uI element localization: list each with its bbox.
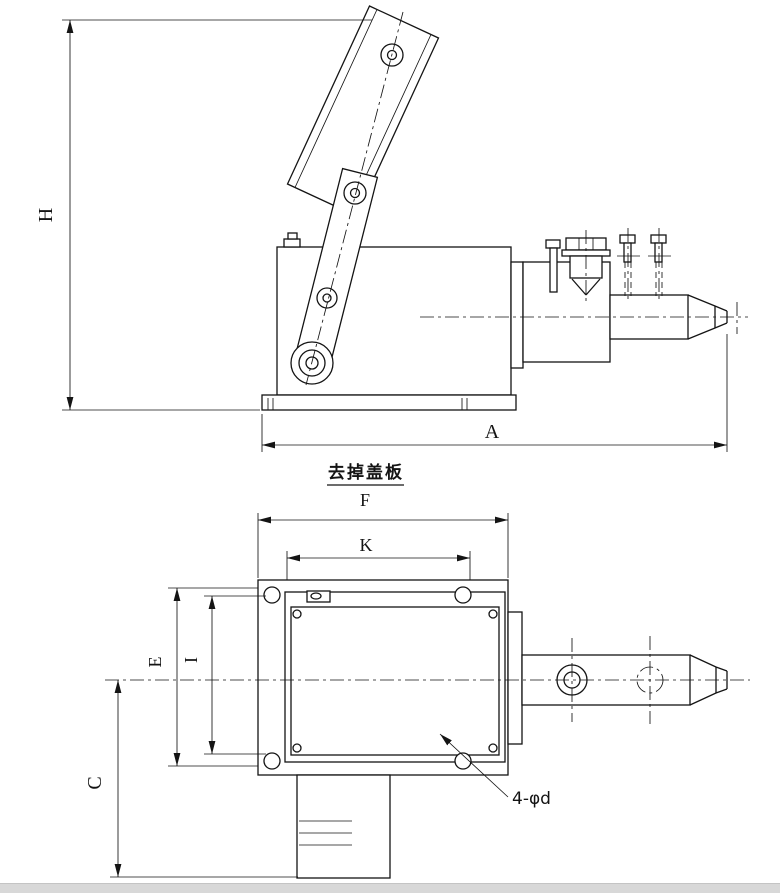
- dim-label-h: H: [35, 208, 57, 222]
- dimension-A: A: [261, 334, 728, 452]
- dimension-C: C: [84, 680, 298, 878]
- note-text: 去掉盖板: [328, 462, 404, 483]
- dim-label-f: F: [360, 490, 370, 510]
- dimension-E: E: [145, 587, 258, 767]
- lever-assembly: [286, 5, 440, 386]
- side-view: H A: [35, 5, 748, 452]
- dim-label-k: K: [360, 535, 373, 555]
- bottom-protrusion: [296, 774, 391, 879]
- dim-label-e: E: [145, 657, 165, 668]
- outlet-plan: [105, 611, 750, 745]
- dimension-H: H: [35, 19, 372, 411]
- pump-body: [261, 232, 517, 411]
- holes-callout-text: 4-φd: [512, 789, 551, 809]
- plan-view: 去掉盖板 F K: [84, 462, 750, 879]
- view-note: 去掉盖板: [327, 462, 404, 486]
- dim-label-c: C: [84, 776, 106, 789]
- dim-label-a: A: [485, 421, 500, 443]
- housing-plan: [257, 579, 509, 776]
- bottom-scrollbar-track[interactable]: [0, 883, 780, 893]
- dimension-I: I: [181, 595, 266, 755]
- dimension-F: F: [257, 490, 509, 578]
- holes-callout: 4-φd: [439, 733, 551, 809]
- outlet-assembly: [420, 228, 748, 369]
- dim-label-i: I: [181, 657, 201, 663]
